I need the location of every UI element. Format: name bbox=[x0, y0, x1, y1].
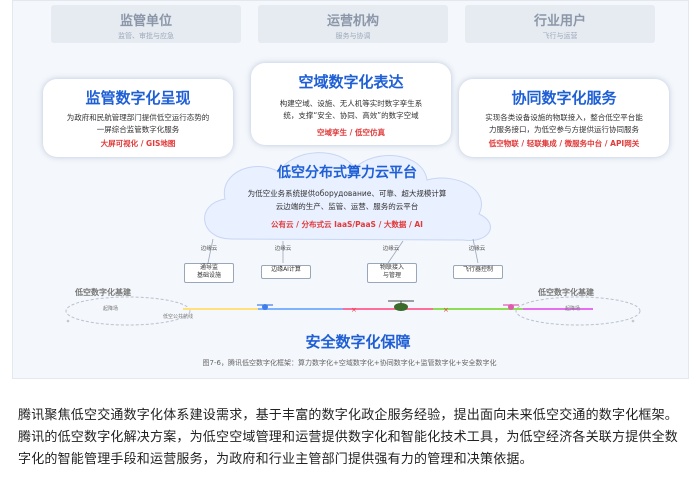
cloud-desc-line2: 云边端的生产、监管、运营、服务的云平台 bbox=[275, 202, 419, 211]
card-collaborative-services: 协同数字化服务 实现各类设备设施的物联接入，整合低空平台能 力服务接口，为低空参… bbox=[459, 79, 669, 157]
top-tab-subtitle: 服务与协调 bbox=[335, 32, 371, 40]
connector-lines: × × bbox=[65, 238, 641, 326]
edge-node: 边缘云 bbox=[373, 244, 409, 252]
edge-box: 飞行器控制 bbox=[453, 265, 503, 279]
card-tags: 大屏可视化 / GIS地图 bbox=[100, 139, 176, 148]
cloud-title: 低空分布式算力云平台 bbox=[277, 165, 417, 181]
body-paragraph: 腾讯聚焦低空交通数字化体系建设需求，基于丰富的数字化政企服务经验，提出面向未来低… bbox=[18, 408, 679, 467]
top-tab-industry-user: 行业用户 飞行与运营 bbox=[465, 5, 655, 43]
route-small-label: 低空公共航线 bbox=[163, 314, 194, 320]
base-small-left: 起降场 bbox=[103, 306, 119, 312]
card-title: 监管数字化呈现 bbox=[85, 89, 191, 107]
top-tab-subtitle: 监管、审批与应急 bbox=[118, 32, 174, 40]
cloud-shape bbox=[204, 152, 491, 241]
safety-title: 安全数字化保障 bbox=[305, 333, 411, 351]
helicopter-icon bbox=[388, 300, 414, 311]
base-label-left: 低空数字化基建 bbox=[75, 288, 131, 297]
base-label-right: 低空数字化基建 bbox=[538, 288, 594, 297]
top-tab-subtitle: 飞行与运营 bbox=[542, 32, 578, 40]
edge-node: 边缘云 bbox=[265, 244, 301, 252]
top-tab-title: 运营机构 bbox=[326, 14, 379, 29]
card-regulatory-presentation: 监管数字化呈现 为政府和民航管理部门提供低空运行态势的 一屏综合监管数字化服务 … bbox=[43, 79, 233, 157]
top-tab-title: 行业用户 bbox=[533, 14, 586, 29]
base-small-right: 起降场 bbox=[565, 306, 581, 312]
card-desc-line1: 实现各类设备设施的物联接入，整合低空平台能 bbox=[485, 113, 643, 122]
svg-text:×: × bbox=[443, 306, 449, 314]
card-airspace-expression: 空域数字化表达 构建空域、设施、无人机等实时数字孪生系 统，支撑“安全、协同、高… bbox=[251, 63, 451, 145]
top-tab-operator: 运营机构 服务与协调 bbox=[258, 5, 448, 43]
diagram-frame: 监管单位 监管、审批与应急 运营机构 服务与协调 行业用户 飞行与运营 监管数字… bbox=[12, 0, 689, 379]
drone-icon bbox=[503, 304, 519, 310]
figure-caption: 图7-6，腾讯低空数字化框架：算力数字化+空域数字化+协同数字化+监管数字化+安… bbox=[202, 359, 497, 367]
drone-icon bbox=[257, 304, 273, 310]
edge-node: 边缘云 bbox=[459, 244, 495, 252]
card-tags: 空域孪生 / 低空仿真 bbox=[317, 128, 385, 137]
card-desc-line1: 为政府和民航管理部门提供低空运行态势的 bbox=[66, 113, 210, 122]
card-title: 空域数字化表达 bbox=[298, 73, 404, 91]
edge-node-label: 边缘云 bbox=[382, 246, 400, 252]
edge-box: 通导监 基础设施 bbox=[184, 263, 234, 283]
card-title: 协同数字化服务 bbox=[511, 89, 617, 107]
card-desc-line2: 力服务接口，为低空参与方提供运行协同服务 bbox=[489, 125, 639, 134]
top-tab-regulator: 监管单位 监管、审批与应急 bbox=[51, 5, 241, 43]
card-tags: 低空物联 / 轻联集成 / 微服务中台 / API网关 bbox=[488, 139, 640, 148]
cloud-platform: 低空分布式算力云平台 为低空业务系统提供оборудование、可靠、超大规模… bbox=[191, 144, 503, 249]
card-desc-line2: 统，支撑“安全、协同、高效”的数字空域 bbox=[283, 111, 419, 120]
edge-node-label: 边缘云 bbox=[274, 246, 292, 252]
cloud-tags: 公有云 / 分布式云 IaaS/PaaS / 大数据 / AI bbox=[271, 220, 423, 229]
edge-node: 边缘云 bbox=[191, 244, 227, 252]
edge-node-label: 边缘云 bbox=[468, 246, 486, 252]
card-desc-line2: 一屏综合监管数字化服务 bbox=[96, 125, 180, 134]
top-tab-title: 监管单位 bbox=[119, 14, 172, 29]
edge-box: 边缘AI计算 bbox=[261, 265, 311, 279]
card-desc-line1: 构建空域、设施、无人机等实时数字孪生系 bbox=[279, 99, 423, 108]
edge-node-label: 边缘云 bbox=[200, 246, 218, 252]
cloud-desc-line1: 为低空业务系统提供оборудование、可靠、超大规模计算 bbox=[247, 189, 447, 198]
svg-text:×: × bbox=[351, 306, 357, 314]
edge-box: 物联接入 与管理 bbox=[367, 263, 417, 283]
